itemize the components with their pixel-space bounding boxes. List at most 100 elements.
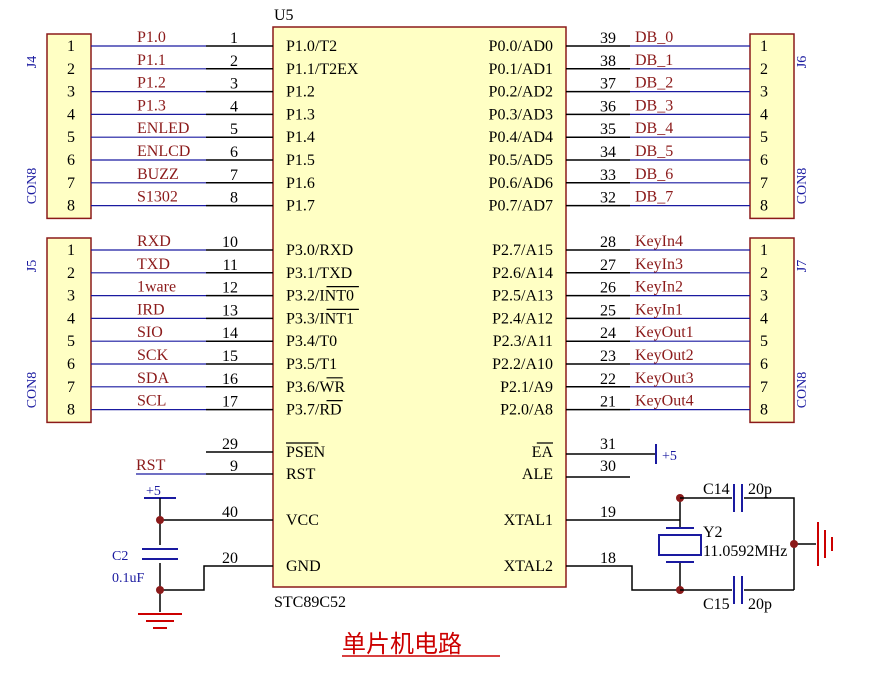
chip-pin-name: P0.7/AD7 (489, 198, 553, 215)
net-label: RXD (137, 233, 171, 250)
net-label: ENLCD (137, 143, 190, 160)
c2-designator: C2 (112, 549, 128, 564)
chip-pin-number: 7 (230, 167, 238, 184)
net-label: KeyOut4 (635, 393, 694, 410)
chip-pin-number: 15 (222, 348, 238, 365)
chip-pin-name: P2.1/A9 (500, 379, 553, 396)
net-label: KeyIn2 (635, 279, 683, 296)
chip-pin-number: 33 (600, 167, 616, 184)
chip-pin-1: 1 P1.0/T2 (206, 30, 337, 55)
chip-pin-number: 21 (600, 394, 616, 411)
chip-pin-name: P2.2/A10 (492, 356, 553, 373)
crystal-designator: Y2 (703, 524, 723, 541)
connector-body (46, 33, 92, 220)
vcc-power-label: +5 (146, 484, 161, 499)
chip-pin-name: RST (286, 466, 316, 483)
chip-pin-name: P1.4 (286, 129, 315, 146)
chip-pin-name: P1.3 (286, 106, 315, 123)
connector-designator: J5 (25, 260, 40, 272)
connector-pin-number: 1 (760, 242, 768, 259)
chip-pin-name: P3.6/WR (286, 379, 345, 396)
connector-pin-number: 1 (67, 38, 75, 55)
chip-pin-name: P1.2 (286, 84, 315, 101)
chip-pin-name: PSEN (286, 444, 326, 461)
crystal-value: 11.0592MHz (703, 543, 787, 560)
chip-pin-name: P2.4/A12 (492, 310, 553, 327)
ea-power-label: +5 (662, 449, 677, 464)
chip-pin-number: 13 (222, 302, 238, 319)
chip-pin-name: P3.0/RXD (286, 242, 353, 259)
chip-pin-number: 34 (600, 144, 616, 161)
connector-pin-number: 8 (67, 402, 75, 419)
chip-pin-number: 5 (230, 121, 238, 138)
net-label: DB_0 (635, 29, 673, 46)
net-label: P1.2 (137, 75, 166, 92)
chip-pin-number: 8 (230, 190, 238, 207)
c14-designator: C14 (703, 481, 730, 498)
chip-pin-number: 19 (600, 504, 616, 521)
connector-pin-number: 2 (760, 265, 768, 282)
chip-pin-name: XTAL1 (504, 512, 553, 529)
chip-pin-name: P2.3/A11 (493, 333, 553, 350)
connector-pin-number: 2 (760, 61, 768, 78)
c15-designator: C15 (703, 596, 730, 613)
chip-pin-number: 36 (600, 98, 616, 115)
net-label: 1ware (137, 279, 176, 296)
chip-pin-number: 31 (600, 436, 616, 453)
connector-pin-number: 5 (760, 129, 768, 146)
chip-pin-name: P3.4/T0 (286, 333, 337, 350)
connector-pin-number: 3 (760, 84, 768, 101)
connector-pin-number: 5 (67, 333, 75, 350)
chip-pin-name: P1.0/T2 (286, 38, 337, 55)
net-label: BUZZ (137, 166, 179, 183)
connector-pin-number: 3 (760, 288, 768, 305)
connector-pin-number: 6 (760, 356, 768, 373)
net-label: P1.0 (137, 29, 166, 46)
chip-pin-number: 1 (230, 30, 238, 47)
chip-pin-number: 12 (222, 280, 238, 297)
connector-pin-number: 6 (67, 356, 75, 373)
connector-pin-number: 6 (67, 152, 75, 169)
net-label: S1302 (137, 189, 178, 206)
chip-pin-number: 11 (223, 257, 238, 274)
net-label: TXD (137, 256, 170, 273)
rst-net-label: RST (136, 457, 166, 474)
net-label: KeyIn3 (635, 256, 683, 273)
chip-pin-number: 17 (222, 394, 238, 411)
chip-pin-name: XTAL2 (504, 558, 553, 575)
chip-pin-number: 4 (230, 98, 238, 115)
c14-right-wire (744, 497, 795, 590)
connector-pin-number: 8 (760, 198, 768, 215)
chip-body (272, 26, 567, 588)
connector-pin-number: 1 (67, 242, 75, 259)
chip-pin-name: P0.6/AD6 (489, 175, 553, 192)
gnd-junction (156, 586, 164, 594)
chip-pin-number: 24 (600, 325, 616, 342)
chip-pin-number: 3 (230, 76, 238, 93)
chip-pin-24: 24 P2.3/A11 (493, 325, 630, 350)
diagram-title: 单片机电路 (342, 630, 462, 658)
